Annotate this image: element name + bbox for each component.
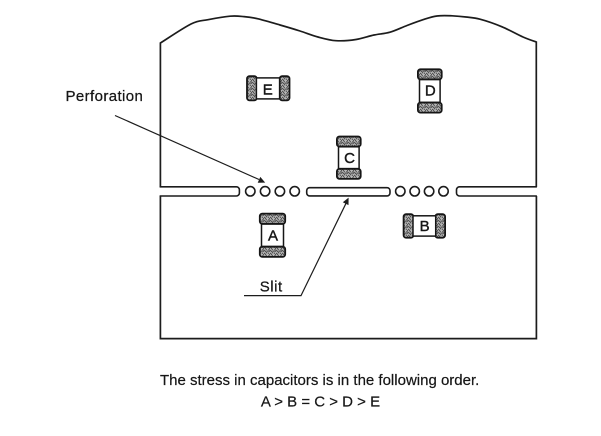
- svg-text:A > B = C > D > E: A > B = C > D > E: [261, 393, 380, 410]
- svg-text:A: A: [268, 228, 278, 245]
- svg-text:Perforation: Perforation: [66, 88, 144, 105]
- svg-text:C: C: [344, 150, 355, 167]
- svg-text:B: B: [420, 218, 430, 235]
- svg-text:E: E: [263, 81, 273, 98]
- svg-text:The stress in capacitors is in: The stress in capacitors is in the follo…: [160, 372, 479, 389]
- svg-text:Slit: Slit: [260, 278, 283, 295]
- svg-text:D: D: [425, 83, 436, 100]
